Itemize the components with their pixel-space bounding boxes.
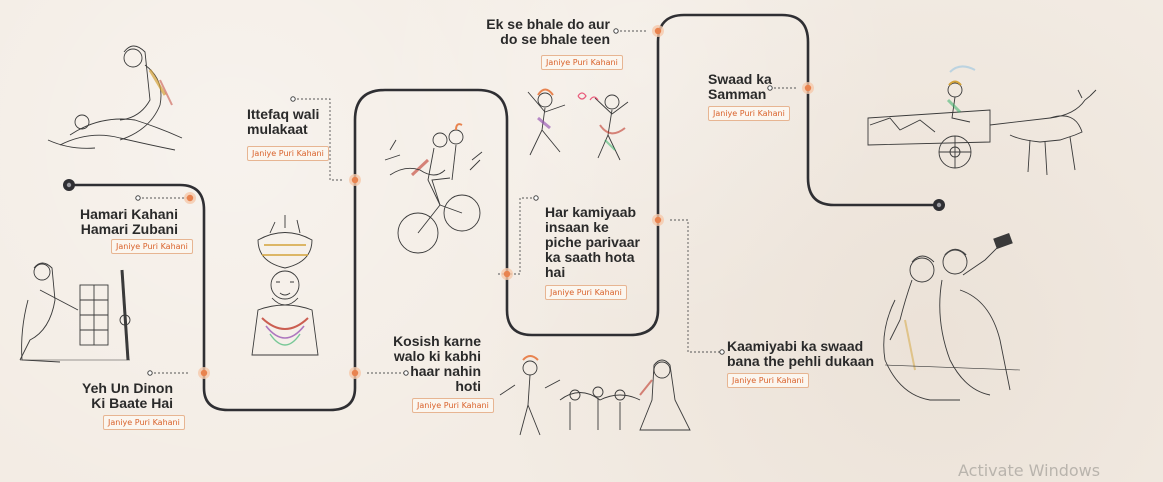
label-line: haar nahin xyxy=(410,363,481,379)
leader-end-dots xyxy=(135,28,773,376)
timeline-path xyxy=(68,13,940,412)
label-line: insaan ke xyxy=(545,219,609,235)
milestone-label-kosish[interactable]: Kosish karne walo ki kabhi haar nahin ho… xyxy=(380,334,481,394)
turbaned-man-with-garland-sketch xyxy=(251,215,319,356)
label-line: Kaamiyabi ka swaad xyxy=(727,338,864,354)
read-full-story-button[interactable]: Janiye Puri Kahani xyxy=(545,285,627,300)
label-line: mulakaat xyxy=(247,121,308,137)
label-line: hai xyxy=(545,264,566,280)
read-full-story-button[interactable]: Janiye Puri Kahani xyxy=(727,373,809,388)
label-line: piche parivaar xyxy=(545,234,640,250)
timeline-end-dot-inner xyxy=(936,202,942,208)
read-full-story-button[interactable]: Janiye Puri Kahani xyxy=(708,106,790,121)
read-full-story-button[interactable]: Janiye Puri Kahani xyxy=(111,239,193,254)
label-line: walo ki kabhi xyxy=(393,348,481,364)
man-on-bullock-cart-sketch xyxy=(867,65,1097,176)
label-line: Hamari Zubani xyxy=(80,221,178,237)
woman-at-spinning-loom-sketch xyxy=(19,262,131,363)
bhangra-dancers-sketch xyxy=(527,88,629,161)
couple-on-bicycle-sketch xyxy=(384,123,483,254)
activate-windows-watermark: Activate Windows xyxy=(958,461,1101,480)
mother-and-child-sketch xyxy=(47,45,183,151)
milestone-node-har-kamiyaab[interactable] xyxy=(501,268,513,280)
milestone-node-kosish[interactable] xyxy=(349,367,361,379)
milestone-node-kaamiyabi[interactable] xyxy=(652,214,664,226)
couple-taking-selfie-sketch xyxy=(883,232,1021,401)
read-full-story-button[interactable]: Janiye Puri Kahani xyxy=(412,398,494,413)
milestone-label-kaamiyabi[interactable]: Kaamiyabi ka swaad bana the pehli dukaan xyxy=(727,339,877,369)
leader-lines xyxy=(138,30,797,374)
label-line: Ittefaq wali xyxy=(247,106,320,122)
read-full-story-button[interactable]: Janiye Puri Kahani xyxy=(103,415,185,430)
milestone-node-hamari-kahani[interactable] xyxy=(184,192,196,204)
timeline-start-dot-inner xyxy=(66,182,72,188)
milestone-nodes xyxy=(184,25,814,379)
label-line: Yeh Un Dinon xyxy=(82,380,173,396)
milestone-label-ittefaq[interactable]: Ittefaq wali mulakaat xyxy=(247,107,357,137)
milestone-label-swaad[interactable]: Swaad ka Samman xyxy=(708,72,788,102)
read-full-story-button[interactable]: Janiye Puri Kahani xyxy=(247,146,329,161)
label-line: Kosish karne xyxy=(393,333,481,349)
label-line: Ek se bhale do aur xyxy=(486,16,610,32)
milestone-node-ek-se-bhale[interactable] xyxy=(652,25,664,37)
milestone-label-har-kamiyaab[interactable]: Har kamiyaab insaan ke piche parivaar ka… xyxy=(545,205,655,280)
label-line: Ki Baate Hai xyxy=(91,395,173,411)
read-full-story-button[interactable]: Janiye Puri Kahani xyxy=(541,55,623,70)
milestone-node-swaad[interactable] xyxy=(802,82,814,94)
villagers-group-sketch xyxy=(499,355,691,436)
milestone-label-yeh-un-dinon[interactable]: Yeh Un Dinon Ki Baate Hai xyxy=(40,381,173,411)
milestone-node-yeh-un-dinon[interactable] xyxy=(198,367,210,379)
milestone-label-ek-se-bhale[interactable]: Ek se bhale do aur do se bhale teen xyxy=(470,17,610,47)
label-line: bana the pehli dukaan xyxy=(727,353,875,369)
label-line: Swaad ka xyxy=(708,71,772,87)
label-line: ka saath hota xyxy=(545,249,635,265)
milestone-label-hamari-kahani[interactable]: Hamari Kahani Hamari Zubani xyxy=(40,207,178,237)
label-line: do se bhale teen xyxy=(500,31,610,47)
label-line: Har kamiyaab xyxy=(545,204,637,220)
milestone-node-ittefaq[interactable] xyxy=(349,174,361,186)
label-line: Hamari Kahani xyxy=(79,206,178,222)
label-line: hoti xyxy=(455,378,481,394)
label-line: Samman xyxy=(708,86,767,102)
